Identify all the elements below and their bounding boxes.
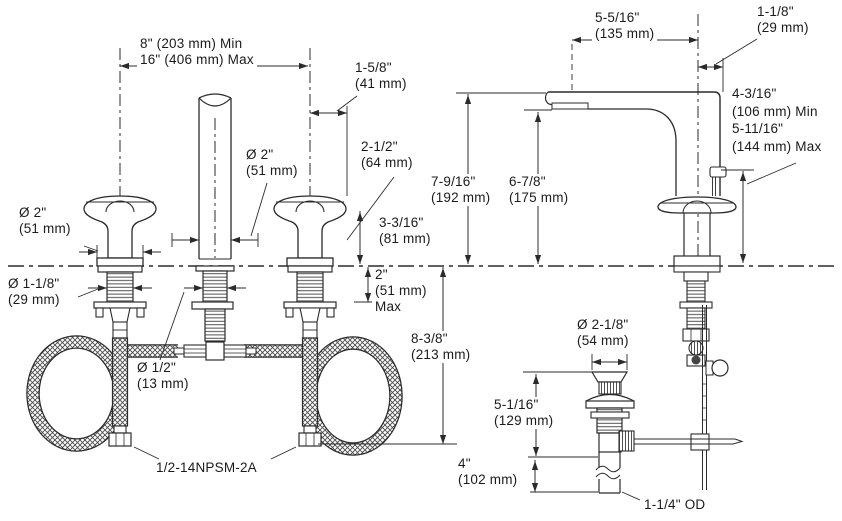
dim-drain-diameter: Ø 2-1/8" (54 mm) xyxy=(574,317,632,349)
dim-supply-length: 8-3/8" (213 mm) xyxy=(408,331,474,363)
extension-lines xyxy=(96,44,754,493)
dim-outlet-height: 6-7/8" (175 mm) xyxy=(506,174,572,206)
dim-handle-offset: 1-5/8" (41 mm) xyxy=(352,60,410,92)
dim-deck-thickness: 2" (51 mm) Max xyxy=(372,267,430,315)
dim-tailpiece-length: 4" (102 mm) xyxy=(455,456,521,488)
dim-handle-clearance: 2-1/2" (64 mm) xyxy=(358,139,416,171)
dim-supply-thread: 1/2-14NPSM-2A xyxy=(153,460,260,476)
dim-hose-diameter: Ø 1/2" (13 mm) xyxy=(134,360,192,392)
right-handle xyxy=(273,195,347,267)
front-view xyxy=(26,93,403,456)
side-shank xyxy=(673,265,721,367)
tailpiece xyxy=(595,452,621,494)
dim-spout-height: 7-9/16" (192 mm) xyxy=(428,174,494,206)
spout-side xyxy=(544,91,727,196)
arrowheads xyxy=(88,36,747,492)
dim-handle-diameter: Ø 2" (51 mm) xyxy=(16,205,74,237)
dim-drain-body-length: 5-1/16" (129 mm) xyxy=(491,397,557,429)
side-view xyxy=(544,91,744,490)
dim-lift-rod-height: 4-3/16" (106 mm) Min 5-11/16" (144 mm) M… xyxy=(729,85,825,155)
dim-spout-diameter: Ø 2" (51 mm) xyxy=(243,147,301,179)
leader-lines xyxy=(77,38,797,501)
left-handle xyxy=(83,195,157,267)
supply-hose-left-loop xyxy=(26,335,178,452)
tee-fitting xyxy=(173,341,257,361)
dim-shank-diameter: Ø 1-1/8" (29 mm) xyxy=(5,276,63,308)
centerlines xyxy=(119,14,699,264)
dim-spout-offset: 1-1/8" (29 mm) xyxy=(754,4,812,36)
handle-side xyxy=(657,196,737,267)
spout-front xyxy=(198,93,232,260)
dim-handle-height: 3-3/16" (81 mm) xyxy=(376,215,434,247)
dim-tailpiece-od: 1-1/4" OD xyxy=(641,497,709,513)
spout-shank xyxy=(191,265,235,342)
drain-assembly xyxy=(585,371,635,494)
dim-spout-reach: 5-5/16" (135 mm) xyxy=(592,10,658,42)
dim-spread: 8" (203 mm) Min 16" (406 mm) Max xyxy=(137,36,257,68)
lift-rod-assembly xyxy=(632,305,744,490)
